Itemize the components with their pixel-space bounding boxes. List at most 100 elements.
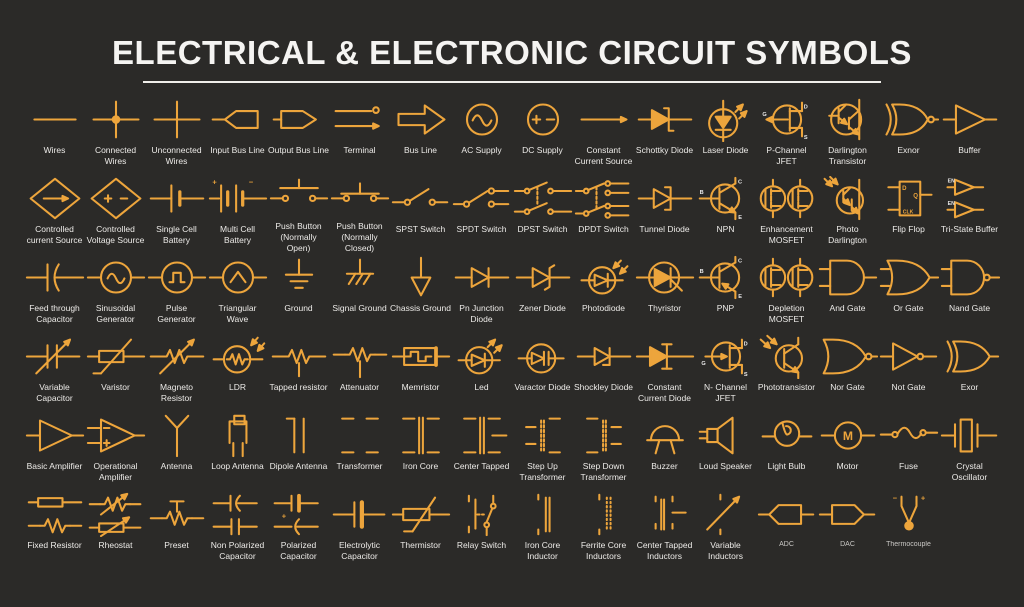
symbol-label: Antenna	[160, 461, 193, 471]
symbol-label: Iron Core Inductor	[524, 540, 561, 562]
symbol-label: Darlington Transistor	[828, 145, 867, 167]
symbol-cell-varistor: Varistor	[85, 332, 146, 411]
symbol-label: Multi Cell Battery	[220, 224, 255, 246]
symbol-cell-enhancement-mosfet: Enhancement MOSFET	[756, 174, 817, 253]
svg-text:B: B	[699, 189, 703, 195]
loop-antenna-icon	[208, 411, 268, 459]
symbol-cell-iron-core-inductor: M27 8 q9 4 0 8 q9 4 0 8 q9 4 0 8 q9 4 0 …	[512, 490, 573, 569]
symbol-cell-phototransistor: Phototransistor	[756, 332, 817, 411]
symbol-label: Dipole Antenna	[269, 461, 328, 471]
symbol-cell-push-button-normally-open: Push Button (Normally Open)	[268, 174, 329, 253]
adc-icon	[757, 490, 817, 538]
symbol-cell-rheostat: Rheostat	[85, 490, 146, 569]
symbol-label: Iron Core	[402, 461, 439, 471]
symbol-label: Tunnel Diode	[639, 224, 690, 234]
symbol-label: DPST Switch	[517, 224, 568, 234]
symbol-label: Constant Current Source	[574, 145, 633, 167]
spst-switch-icon	[391, 174, 451, 222]
symbol-cell-basic-amplifier: Basic Amplifier	[24, 411, 85, 490]
symbol-cell-memristor: Memristor	[390, 332, 451, 411]
symbol-cell-thermistor: Thermistor	[390, 490, 451, 569]
symbol-cell-zener-diode: Zener Diode	[512, 253, 573, 332]
symbol-label: Terminal	[343, 145, 376, 155]
symbol-label: Operational Amplifier	[93, 461, 138, 483]
symbol-cell-variable-capacitor: Variable Capacitor	[24, 332, 85, 411]
symbol-cell-polarized-capacitor: +Polarized Capacitor	[268, 490, 329, 569]
fixed-resistor-icon	[25, 490, 85, 538]
symbol-label: And Gate	[829, 303, 866, 313]
symbol-cell-photo-darlington: Photo Darlington	[817, 174, 878, 253]
symbol-cell-wires: Wires	[24, 95, 85, 174]
symbol-label: Single Cell Battery	[156, 224, 197, 246]
symbol-cell-relay-switch: M18 10 q-9 4.5 0 9 q-9 4.5 0 9 q-9 4.5 0…	[451, 490, 512, 569]
variable-capacitor-icon	[25, 332, 85, 380]
tapped-resistor-icon	[269, 332, 329, 380]
push-button-normally-closed-icon	[330, 174, 390, 219]
multi-cell-battery-icon: +−	[208, 174, 268, 222]
single-cell-battery-icon	[147, 174, 207, 222]
symbol-label: Exor	[960, 382, 979, 392]
symbol-label: Chassis Ground	[390, 303, 451, 313]
symbol-label: Light Bulb	[767, 461, 806, 471]
symbol-cell-input-bus-line: Input Bus Line	[207, 95, 268, 174]
symbol-cell-ferrite-core-inductors: M27 8 q9 4 0 8 q9 4 0 8 q9 4 0 8 q9 4 0 …	[573, 490, 634, 569]
symbol-cell-antenna: Antenna	[146, 411, 207, 490]
symbol-label: Crystal Oscillator	[951, 461, 988, 483]
constant-current-diode-icon	[635, 332, 695, 380]
symbol-label: Center Tapped	[453, 461, 510, 471]
relay-switch-icon: M18 10 q-9 4.5 0 9 q-9 4.5 0 9 q-9 4.5 0…	[452, 490, 512, 538]
sinusoidal-generator-icon	[86, 253, 146, 301]
symbol-label: Zener Diode	[519, 303, 566, 313]
symbol-cell-terminal: Terminal	[329, 95, 390, 174]
symbol-cell-bus-line: Bus Line	[390, 95, 451, 174]
symbol-label: Depletion MOSFET	[768, 303, 805, 325]
symbol-cell-exnor: Exnor	[878, 95, 939, 174]
symbol-cell-and-gate: And Gate	[817, 253, 878, 332]
symbol-cell-single-cell-battery: Single Cell Battery	[146, 174, 207, 253]
constant-current-source-icon	[574, 95, 634, 143]
symbol-cell-ac-supply: AC Supply	[451, 95, 512, 174]
dipole-antenna-icon	[269, 411, 329, 459]
connected-wires-icon	[86, 95, 146, 143]
symbol-cell-light-bulb: Light Bulb	[756, 411, 817, 490]
not-gate-icon	[879, 332, 939, 380]
symbol-cell-dpst-switch: DPST Switch	[512, 174, 573, 253]
symbol-label: Thyristor	[647, 303, 682, 313]
symbol-label: Constant Current Diode	[638, 382, 691, 404]
motor-icon: M	[818, 411, 878, 459]
phototransistor-icon	[757, 332, 817, 380]
ferrite-core-inductors-icon: M27 8 q9 4 0 8 q9 4 0 8 q9 4 0 8 q9 4 0 …	[574, 490, 634, 538]
variable-inductors-icon: M26 8 q9 4 0 8 q9 4 0 8 q9 4 0 8 q9 4 0 …	[696, 490, 756, 538]
chassis-ground-icon	[391, 253, 451, 301]
symbol-label: Varistor	[101, 382, 130, 392]
symbol-cell-spst-switch: SPST Switch	[390, 174, 451, 253]
symbol-cell-buffer: Buffer	[939, 95, 1000, 174]
symbol-cell-constant-current-source: Constant Current Source	[573, 95, 634, 174]
symbol-cell-feed-through-capacitor: Feed through Capacitor	[24, 253, 85, 332]
symbol-label: Polarized Capacitor	[280, 540, 317, 562]
svg-text:Q: Q	[913, 192, 918, 199]
signal-ground-icon	[330, 253, 390, 301]
symbol-cell-shockley-diode: Shockley Diode	[573, 332, 634, 411]
symbol-label: Variable Capacitor	[36, 382, 73, 404]
svg-text:S: S	[743, 372, 747, 378]
symbol-label: Center Tapped Inductors	[636, 540, 693, 562]
symbol-label: Preset	[164, 540, 189, 550]
svg-text:EN: EN	[947, 178, 954, 184]
iron-core-inductor-icon: M27 8 q9 4 0 8 q9 4 0 8 q9 4 0 8 q9 4 0 …	[513, 490, 573, 538]
symbol-cell-center-tapped: M25 6 q9 4.5 0 9 q9 4.5 0 9 q9 4.5 0 9 q…	[451, 411, 512, 490]
symbol-label: Buzzer	[651, 461, 678, 471]
svg-text:CLK: CLK	[902, 209, 913, 215]
symbol-cell-varactor-diode: Varactor Diode	[512, 332, 573, 411]
symbol-cell-not-gate: Not Gate	[878, 332, 939, 411]
crystal-oscillator-icon	[940, 411, 1000, 459]
preset-icon	[147, 490, 207, 538]
symbol-label: Loud Speaker	[699, 461, 752, 471]
symbol-label: Wires	[43, 145, 66, 155]
symbol-label: Controlled current Source	[26, 224, 83, 246]
symbol-label: Schottky Diode	[635, 145, 694, 155]
